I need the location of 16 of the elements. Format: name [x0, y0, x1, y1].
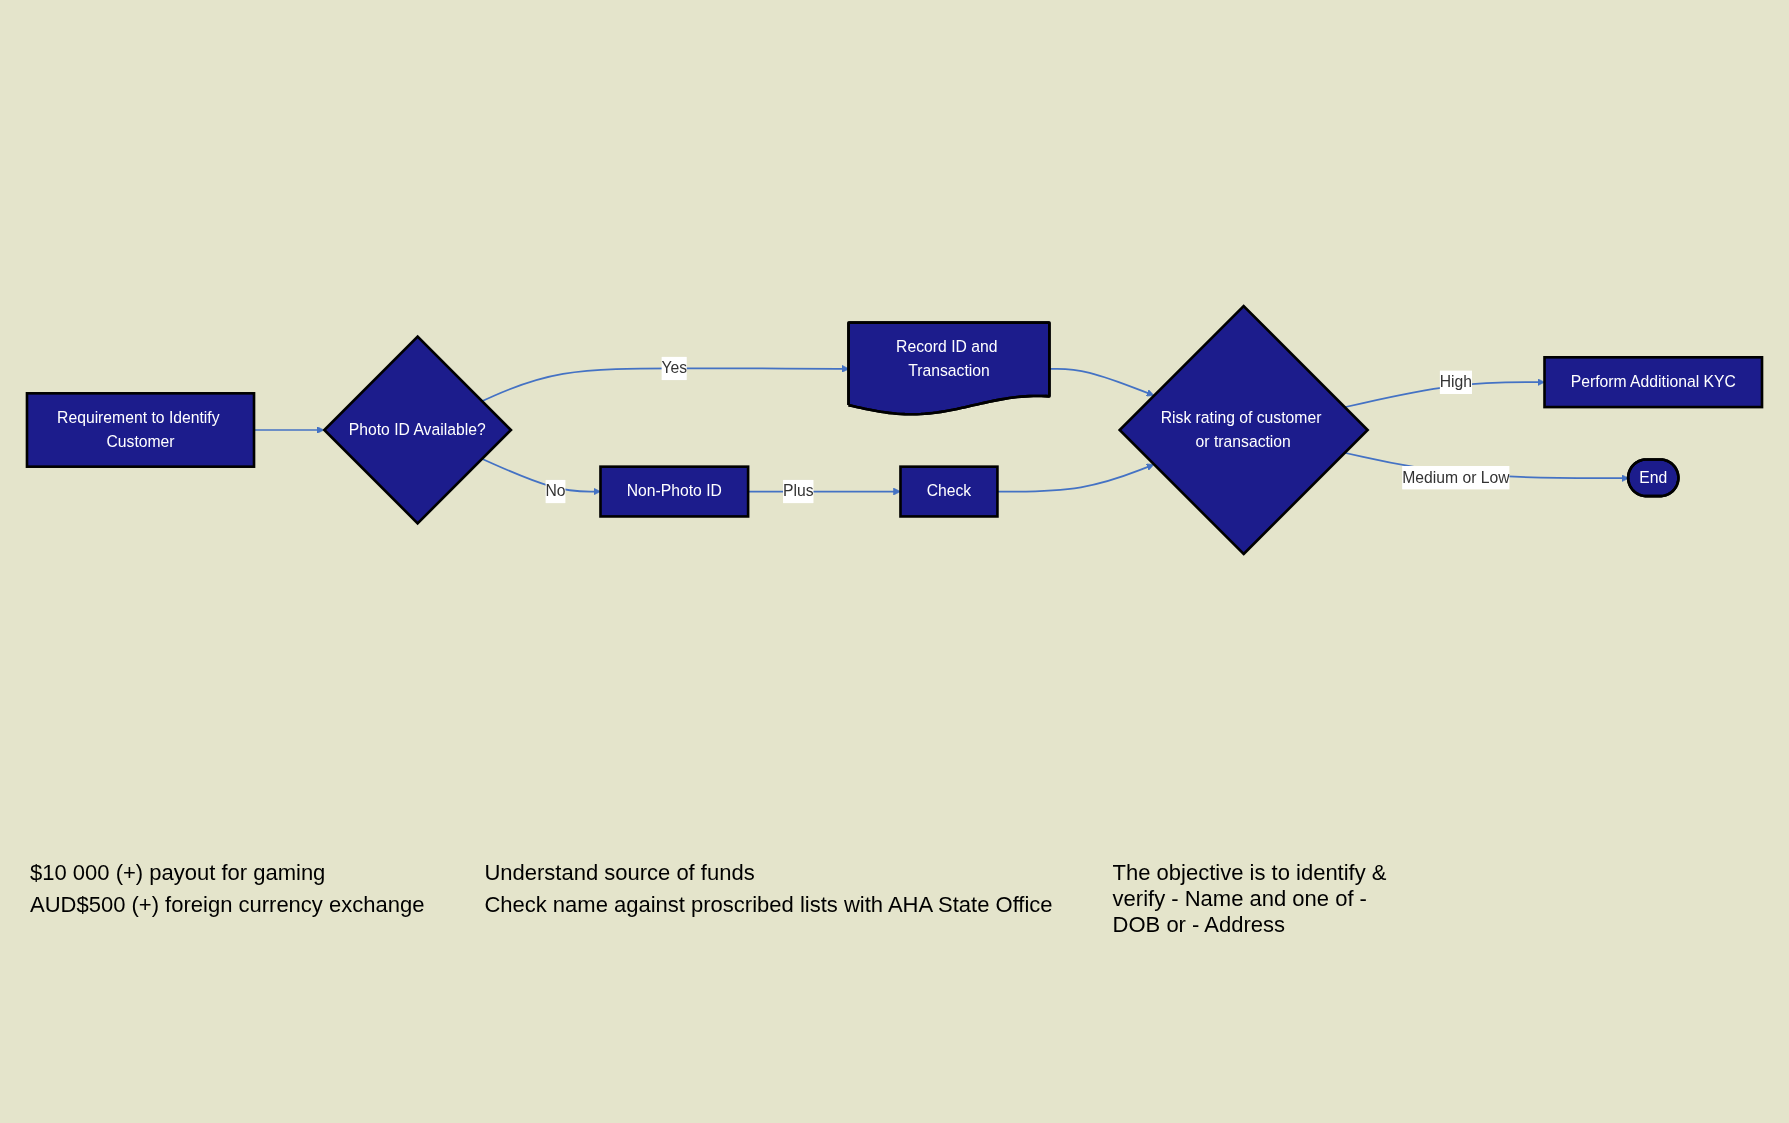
- bullet-note: $10 000 (+) payout for gaming: [30, 860, 327, 886]
- edge-label: No: [545, 482, 566, 500]
- edge-label: High: [1439, 373, 1473, 391]
- edge-label: Medium or Low: [1402, 468, 1510, 487]
- node-box: Requirement to Identify Customer: [25, 392, 256, 468]
- edge-label: Yes: [661, 359, 688, 377]
- node-box: Perform Additional KYC: [1543, 356, 1764, 409]
- node-diamond: Photo ID Available?: [322, 334, 513, 526]
- bullet-note: Check name against proscribed lists with AHA State Office: [484, 892, 1053, 918]
- node-box: Check: [899, 465, 999, 518]
- edge-label: Plus: [783, 482, 814, 500]
- bullet-note: AUD$500 (+) foreign currency exchange: [30, 892, 425, 918]
- bullet-note: Understand source of funds: [484, 860, 756, 886]
- node-box: Non-Photo ID: [599, 465, 750, 518]
- note-text: The objective is to identify & verify - Name and one of - DOB or - Address: [1112, 860, 1388, 938]
- node-diamond: Risk rating of customer or transaction: [1117, 304, 1370, 556]
